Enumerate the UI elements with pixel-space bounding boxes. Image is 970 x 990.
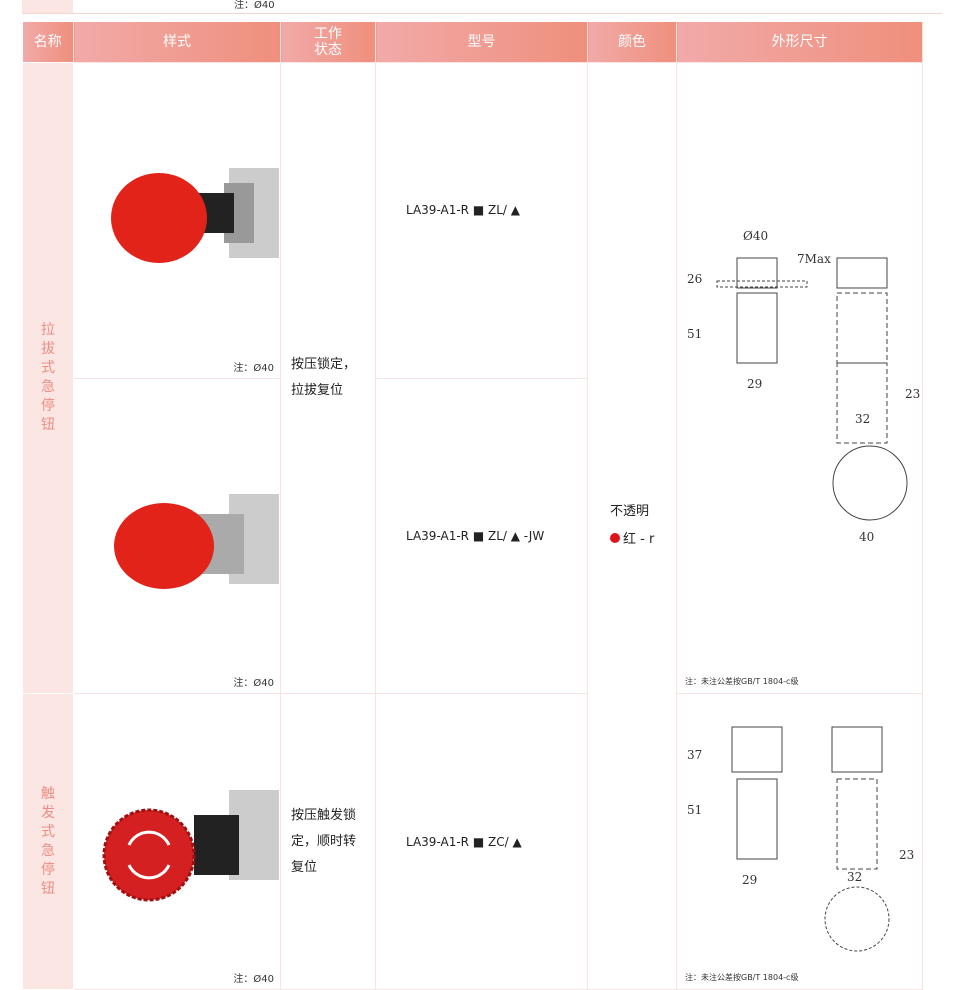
dim-32: 32 [855, 412, 870, 426]
status-cell: 按压触发锁 定，顺时转 复位 [280, 693, 376, 990]
dimension-drawing-cell: Ø40 26 7Max 51 29 23 32 40 注：未注公差按GB/T 1… [676, 62, 923, 694]
header-dimensions: 外形尺寸 [676, 22, 923, 63]
status-cell: 按压锁定， 拉拔复位 [280, 62, 376, 694]
color-opacity: 不透明 [610, 504, 650, 519]
model-cell: LA39-A1-R ■ ZL/ ▲ -JW [375, 378, 588, 694]
size-note: 注：Ø40 [233, 678, 274, 689]
dim-23: 23 [899, 848, 914, 862]
dim-32: 32 [847, 870, 862, 884]
style-cell: 注：Ø40 [73, 693, 281, 990]
size-note: 注：Ø40 [233, 974, 274, 985]
dim-d40: Ø40 [743, 229, 768, 243]
header-row: 名称 样式 工作 状态 型号 颜色 外形尺寸 [22, 22, 923, 63]
style-cell: 注：Ø40 [73, 378, 281, 694]
dim-29: 29 [742, 873, 757, 887]
dim-40: 40 [859, 530, 874, 544]
mushroom-button-image [114, 493, 279, 589]
color-cell: 不透明红 - r [587, 62, 677, 990]
header-status: 工作 状态 [280, 22, 376, 63]
group-name: 触 发 式 急 停 钮 [22, 693, 74, 990]
mushroom-button-image [111, 167, 279, 263]
dim-23: 23 [905, 387, 920, 401]
red-dot-icon [610, 533, 620, 543]
dimension-note: 注：未注公差按GB/T 1804-c级 [685, 677, 799, 686]
dim-51: 51 [687, 803, 702, 817]
product-table: 名称 样式 工作 状态 型号 颜色 外形尺寸 拉 拔 式 急 停 钮 注：Ø40… [22, 22, 923, 990]
color-red: 红 - r [610, 526, 676, 554]
dimension-drawing: Ø40 26 7Max 51 29 23 32 40 [687, 229, 920, 544]
dim-37: 37 [687, 748, 702, 762]
style-cell: 注：Ø40 [73, 61, 281, 380]
header-name: 名称 [22, 22, 74, 63]
dim-26: 26 [687, 272, 702, 286]
size-note: 注：Ø40 [233, 363, 274, 375]
twist-release-button-image [102, 789, 279, 901]
table-row: 拉 拔 式 急 停 钮 注：Ø40 按压锁定， 拉拔复位 LA39-A1-R ■… [22, 61, 923, 990]
header-color: 颜色 [587, 22, 677, 63]
previous-row: 注：Ø40 [22, 0, 942, 14]
prev-note: 注：Ø40 [234, 0, 275, 11]
dim-51: 51 [687, 327, 702, 341]
table-row: 注：Ø40 LA39-A1-R ■ ZL/ ▲ -JW [23, 378, 923, 694]
dimension-drawing-cell: 37 51 29 23 32 注：未注公差按GB/T 1804-c级 [676, 693, 923, 990]
dim-29: 29 [747, 377, 762, 391]
group-name: 拉 拔 式 急 停 钮 [22, 62, 74, 694]
dim-7max: 7Max [797, 252, 831, 266]
table-row: 触 发 式 急 停 钮 注：Ø40 按压触发锁 定，顺时转 复位 LA39-A1… [22, 693, 923, 990]
header-style: 样式 [73, 22, 281, 63]
dimension-drawing: 37 51 29 23 32 [687, 726, 914, 952]
model-cell: LA39-A1-R ■ ZC/ ▲ [375, 693, 588, 990]
model-cell: LA39-A1-R ■ ZL/ ▲ [375, 61, 588, 380]
header-model: 型号 [375, 22, 588, 63]
